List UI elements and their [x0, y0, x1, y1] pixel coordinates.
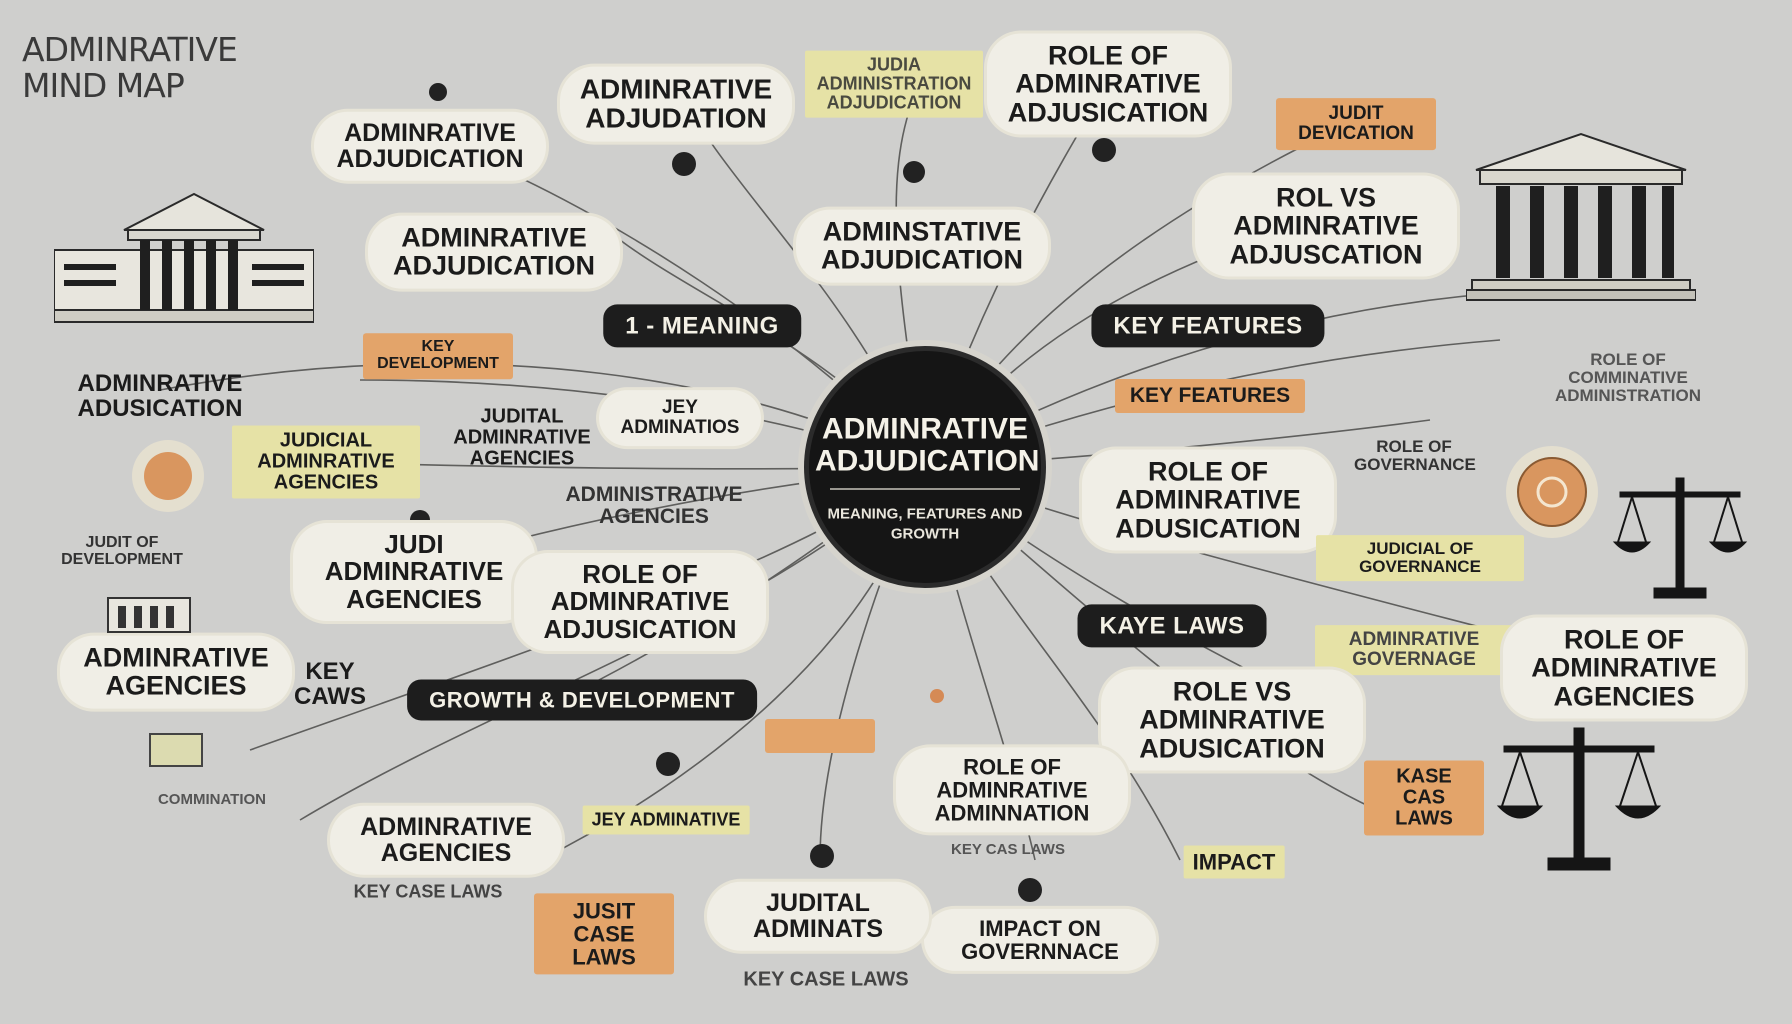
node-key-case-laws-bottom: KEY CASE LAWS [743, 968, 909, 991]
node-orange-tag [765, 719, 875, 753]
node-dot [810, 844, 834, 868]
node-role-comm: ROLE OF COMMINATIVE ADMINISTRATION [1554, 350, 1702, 405]
node-role-vs: ROL VS ADMINRATIVE ADJUSCATION [1195, 175, 1457, 277]
center-title: ADMINRATIVE ADJUDICATION [815, 412, 1040, 477]
node-role-adusication-right: ROLE OF ADMINRATIVE ADUSICATION [1082, 449, 1334, 551]
center-divider [830, 488, 1020, 490]
page-title-line2: MIND MAP [22, 66, 185, 106]
node-judital-agencies: JUDITAL ADMINRATIVE AGENCIES [453, 405, 591, 470]
node-commination: COMMINATION [157, 791, 267, 809]
node-role-vs-adusication: ROLE VS ADMINRATIVE ADUSICATION [1101, 669, 1363, 771]
node-role-admination: ROLE OF ADMINRATIVE ADMINNATION [896, 747, 1128, 833]
node-judicial-agencies: JUDICIAL ADMINRATIVE AGENCIES [232, 425, 420, 499]
node-ju-agencies: JUDI ADMINRATIVE AGENCIES [293, 523, 535, 621]
node-top-adjudication: ADMINRATIVE ADJUDATION [560, 66, 792, 142]
node-adm-agencies-bottom: ADMINRATIVE AGENCIES [330, 805, 562, 875]
building-icon [107, 597, 191, 633]
node-dot [656, 752, 680, 776]
page-title-line1: ADMINRATIVE [22, 30, 238, 69]
node-dot [429, 83, 447, 101]
node-role-adjusication: ROLE OF ADMINRATIVE ADJUSICATION [514, 553, 766, 651]
node-adm-governage: ADMINRATIVE GOVERNAGE [1315, 625, 1513, 675]
building-icon [149, 733, 203, 767]
node-kase-cas-laws: KASE CAS LAWS [1364, 760, 1484, 836]
seal-icon [1506, 446, 1598, 538]
node-jusit-case-laws: JUSIT CASE LAWS [534, 893, 674, 975]
node-judit-development: JUDIT OF DEVELOPMENT [61, 534, 183, 568]
node-dot [672, 152, 696, 176]
node-role-agencies-right: ROLE OF ADMINRATIVE AGENCIES [1503, 617, 1745, 719]
scales-of-justice-icon [1612, 477, 1748, 599]
node-judit-devication: JUDIT DEVICATION [1276, 98, 1436, 150]
node-impact: IMPACT [1183, 845, 1285, 879]
node-impact-governance: IMPACT ON GOVERNNACE [924, 908, 1156, 972]
node-dot-orange [930, 689, 944, 703]
page-title: ADMINRATIVE MIND MAP [22, 30, 238, 106]
node-key-case-laws-left: KEY CASE LAWS [353, 881, 503, 902]
node-adminstative: ADMINSTATIVE ADJUDICATION [796, 209, 1048, 283]
pill-key-features: KEY FEATURES [1091, 304, 1325, 348]
node-key-caws: KEY CAWS [294, 657, 366, 710]
node-dot [1018, 878, 1042, 902]
scales-of-justice-icon [1496, 727, 1662, 871]
node-key-cas-laws-small: KEY CAS LAWS [951, 841, 1065, 859]
pill-growth-development: GROWTH & DEVELOPMENT [407, 679, 757, 721]
node-key-development: KEY DEVELOPMENT [363, 333, 513, 379]
node-top-role: ROLE OF ADMINRATIVE ADJUSICATION [987, 33, 1229, 135]
node-dot [903, 161, 925, 183]
node-left-adjudication-2: ADMINRATIVE ADJUDICATION [368, 215, 620, 289]
node-role-of-governance: ROLE OF GOVERNANCE [1354, 437, 1476, 474]
node-key-features-tag: KEY FEATURES [1115, 378, 1305, 414]
node-judicial-governance: JUDICIAL OF GOVERNANCE [1316, 535, 1524, 581]
center-node [804, 346, 1046, 588]
seal-icon [132, 440, 204, 512]
center-subtitle: MEANING, FEATURES AND GROWTH [827, 505, 1023, 543]
node-jey-adminatios: JEY ADMINATIOS [599, 390, 761, 446]
node-dot [1092, 138, 1116, 162]
courthouse-icon [1466, 132, 1696, 301]
node-left-adusication: ADMINRATIVE ADUSICATION [77, 369, 243, 422]
node-judital-adminats: JUDITAL ADMINATS [707, 881, 929, 951]
node-top-judicial: JUDIA ADMINISTRATION ADJUDICATION [805, 50, 983, 118]
node-adm-agencies-left: ADMINRATIVE AGENCIES [60, 635, 292, 709]
courthouse-icon [54, 192, 314, 323]
node-left-adjudication-1: ADMINRATIVE ADJUDICATION [314, 111, 546, 181]
pill-kaye-laws: KAYE LAWS [1077, 604, 1267, 648]
node-jey-adminative: JEY ADMINATIVE [582, 805, 750, 835]
pill-meaning: 1 - MEANING [603, 304, 801, 348]
node-administrative-agencies: ADMINISTRATIVE AGENCIES [565, 482, 743, 528]
